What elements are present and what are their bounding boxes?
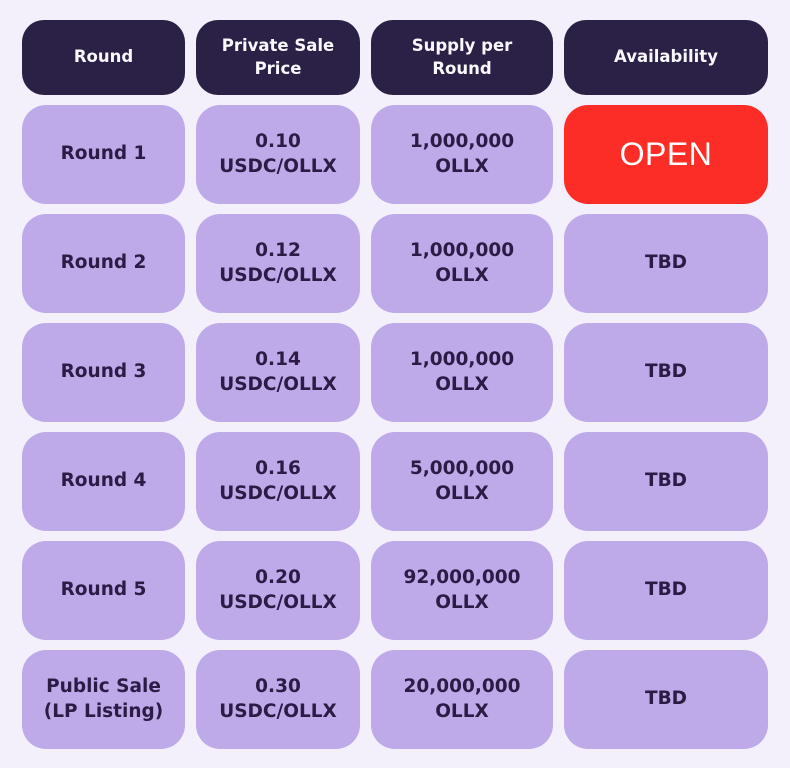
price-unit: USDC/OLLX: [219, 373, 337, 395]
supply-value: 1,000,000: [409, 240, 515, 262]
availability-status: TBD: [644, 361, 688, 383]
cell-supply-round-3: 1,000,000 OLLX: [371, 323, 553, 422]
availability-open-badge-round-1[interactable]: OPEN: [564, 105, 768, 204]
header-round-label: Round: [73, 47, 134, 67]
cell-price-public-sale: 0.30 USDC/OLLX: [196, 650, 360, 749]
cell-round-3: Round 3: [22, 323, 185, 422]
supply-value: 20,000,000: [403, 676, 521, 698]
supply-unit: OLLX: [435, 264, 489, 286]
supply-unit: OLLX: [435, 591, 489, 613]
price-unit: USDC/OLLX: [219, 591, 337, 613]
cell-round-2: Round 2: [22, 214, 185, 313]
cell-supply-public-sale: 20,000,000 OLLX: [371, 650, 553, 749]
price-value: 0.30: [255, 676, 301, 698]
cell-price-round-5: 0.20 USDC/OLLX: [196, 541, 360, 640]
cell-price-round-1: 0.10 USDC/OLLX: [196, 105, 360, 204]
availability-status: TBD: [644, 688, 688, 710]
availability-status: TBD: [644, 252, 688, 274]
cell-supply-round-4: 5,000,000 OLLX: [371, 432, 553, 531]
price-value: 0.12: [255, 240, 301, 262]
round-label: Round 5: [60, 579, 147, 601]
round-label-line1: Public Sale: [46, 676, 161, 698]
cell-round-4: Round 4: [22, 432, 185, 531]
cell-price-round-4: 0.16 USDC/OLLX: [196, 432, 360, 531]
price-value: 0.16: [255, 458, 301, 480]
price-value: 0.14: [255, 349, 301, 371]
availability-badge-public-sale: TBD: [564, 650, 768, 749]
cell-supply-round-5: 92,000,000 OLLX: [371, 541, 553, 640]
price-unit: USDC/OLLX: [219, 264, 337, 286]
price-unit: USDC/OLLX: [219, 155, 337, 177]
cell-price-round-3: 0.14 USDC/OLLX: [196, 323, 360, 422]
availability-status: TBD: [644, 470, 688, 492]
round-label: Round 1: [60, 143, 147, 165]
availability-badge-round-4: TBD: [564, 432, 768, 531]
supply-value: 1,000,000: [409, 349, 515, 371]
header-supply-label: Supply per Round: [411, 36, 513, 78]
round-label: Round 3: [60, 361, 147, 383]
supply-unit: OLLX: [435, 155, 489, 177]
header-cell-supply-per-round: Supply per Round: [371, 20, 553, 95]
supply-unit: OLLX: [435, 373, 489, 395]
price-unit: USDC/OLLX: [219, 700, 337, 722]
cell-supply-round-1: 1,000,000 OLLX: [371, 105, 553, 204]
availability-status: TBD: [644, 579, 688, 601]
cell-round-5: Round 5: [22, 541, 185, 640]
price-value: 0.20: [255, 567, 301, 589]
round-label: Round 2: [60, 252, 147, 274]
price-value: 0.10: [255, 131, 301, 153]
header-cell-private-sale-price: Private Sale Price: [196, 20, 360, 95]
availability-badge-round-2: TBD: [564, 214, 768, 313]
supply-unit: OLLX: [435, 482, 489, 504]
supply-value: 5,000,000: [409, 458, 515, 480]
supply-value: 1,000,000: [409, 131, 515, 153]
round-label-line2: (LP Listing): [43, 700, 164, 722]
cell-price-round-2: 0.12 USDC/OLLX: [196, 214, 360, 313]
price-unit: USDC/OLLX: [219, 482, 337, 504]
round-label: Round 4: [60, 470, 147, 492]
header-cell-round: Round: [22, 20, 185, 95]
availability-badge-round-3: TBD: [564, 323, 768, 422]
header-availability-label: Availability: [614, 47, 718, 67]
supply-value: 92,000,000: [403, 567, 521, 589]
cell-supply-round-2: 1,000,000 OLLX: [371, 214, 553, 313]
supply-unit: OLLX: [435, 700, 489, 722]
header-price-label: Private Sale Price: [221, 36, 335, 78]
cell-round-1: Round 1: [22, 105, 185, 204]
availability-status: OPEN: [619, 135, 713, 172]
cell-round-public-sale: Public Sale (LP Listing): [22, 650, 185, 749]
availability-badge-round-5: TBD: [564, 541, 768, 640]
header-cell-availability: Availability: [564, 20, 768, 95]
